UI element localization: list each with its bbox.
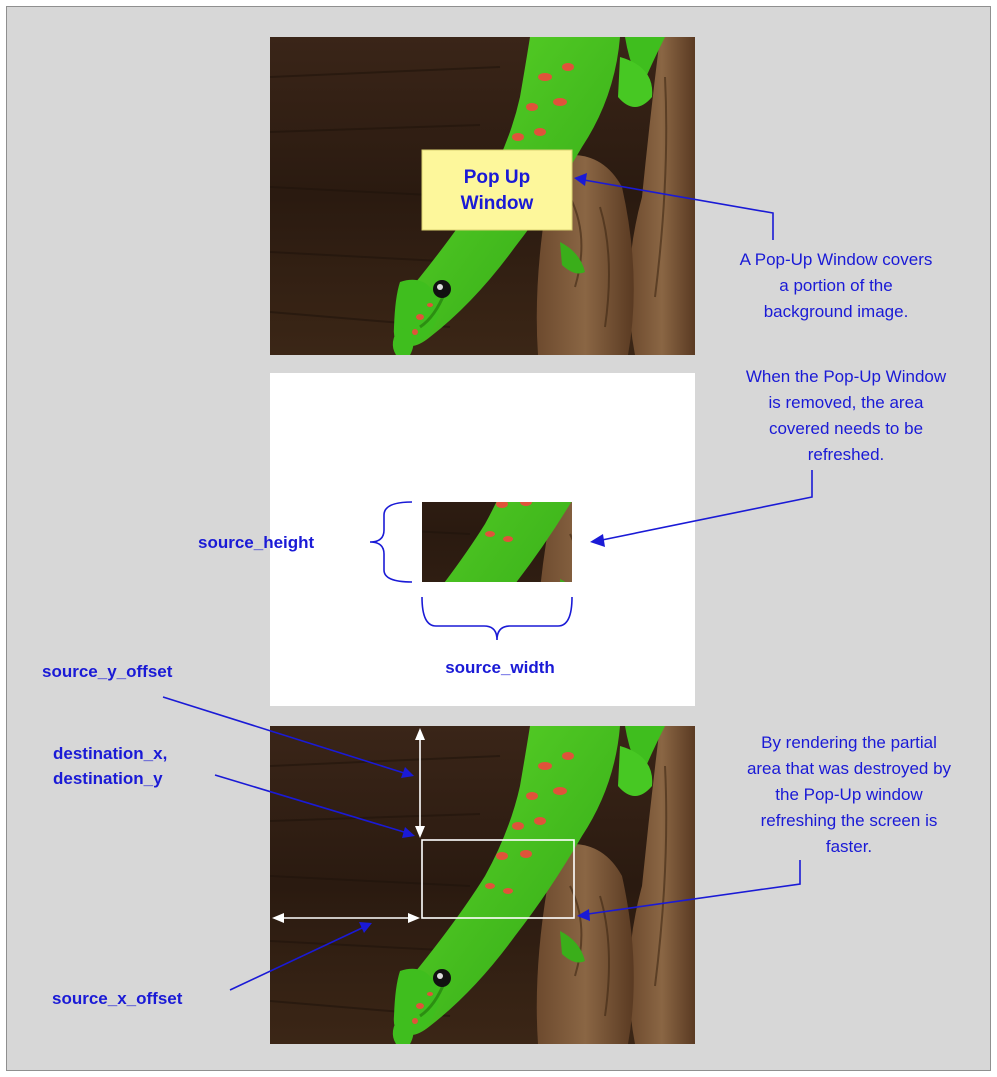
- source-y-offset-label: source_y_offset: [42, 662, 173, 681]
- note-rendering-line-4: refreshing the screen is: [761, 811, 938, 830]
- popup-window-label-1: Pop Up: [464, 167, 531, 188]
- popup-window-label-2: Window: [461, 193, 534, 214]
- note-removed-line-3: covered needs to be: [769, 419, 923, 438]
- note-covers-line-3: background image.: [764, 302, 909, 321]
- note-removed: When the Pop-Up Window is removed, the a…: [746, 367, 947, 464]
- note-rendering-line-1: By rendering the partial: [761, 733, 937, 752]
- note-removed-line-1: When the Pop-Up Window: [746, 367, 947, 386]
- popup-window: Pop Up Window: [422, 150, 572, 230]
- note-removed-line-4: refreshed.: [808, 445, 885, 464]
- note-covers-line-2: a portion of the: [779, 276, 892, 295]
- note-rendering-line-5: faster.: [826, 837, 872, 856]
- destination-x-label: destination_x,: [53, 744, 167, 763]
- note-removed-line-2: is removed, the area: [769, 393, 925, 412]
- destination-y-label: destination_y: [53, 769, 163, 788]
- background-image-bottom: [270, 726, 695, 1044]
- source-x-offset-label: source_x_offset: [52, 989, 183, 1008]
- note-rendering-line-3: the Pop-Up window: [775, 785, 923, 804]
- source-width-label: source_width: [445, 658, 555, 677]
- note-rendering-line-2: area that was destroyed by: [747, 759, 952, 778]
- source-height-label: source_height: [198, 533, 315, 552]
- note-rendering: By rendering the partial area that was d…: [747, 733, 952, 856]
- note-covers-line-1: A Pop-Up Window covers: [740, 250, 933, 269]
- note-covers: A Pop-Up Window covers a portion of the …: [740, 250, 933, 321]
